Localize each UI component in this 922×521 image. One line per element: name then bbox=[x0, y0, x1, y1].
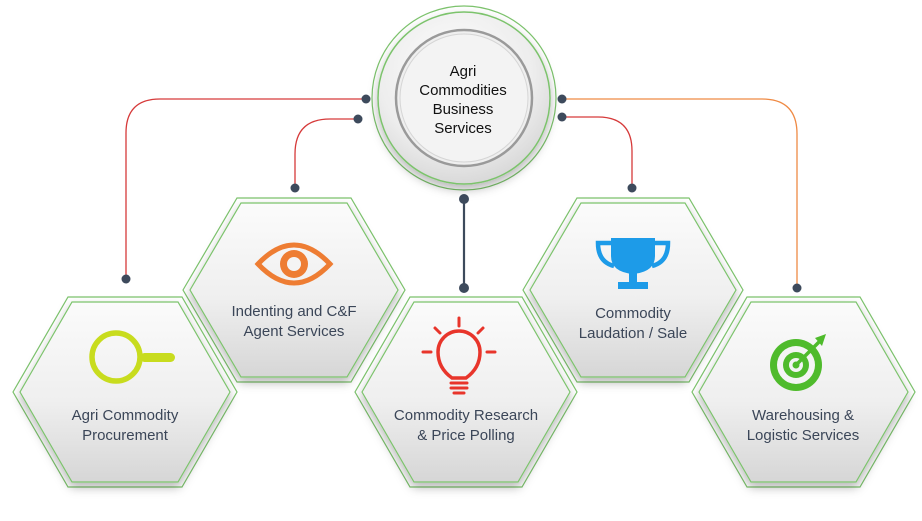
connector-dots bbox=[121, 94, 802, 293]
hexagon-research bbox=[354, 296, 578, 488]
connector-dot bbox=[361, 94, 371, 104]
label-laudation: Commodity Laudation / Sale bbox=[548, 304, 718, 344]
hexagon-procurement bbox=[12, 296, 238, 488]
label-line: Indenting and C&F bbox=[231, 303, 357, 320]
label-indenting: Indenting and C&F Agent Services bbox=[209, 302, 379, 342]
connector-dot bbox=[557, 94, 567, 104]
magnifier-icon bbox=[89, 330, 175, 384]
label-line: Commodity Research bbox=[393, 407, 539, 424]
hexagon-warehousing bbox=[691, 296, 916, 488]
target-icon bbox=[770, 334, 826, 391]
connector-dot bbox=[792, 283, 802, 293]
label-warehousing: Warehousing & Logistic Services bbox=[718, 406, 888, 446]
center-title-line: Agri bbox=[449, 63, 477, 80]
hexagon-laudation bbox=[522, 197, 744, 383]
label-line: Agent Services bbox=[243, 323, 345, 340]
connector-dot bbox=[459, 283, 469, 293]
center-title-line: Business bbox=[432, 101, 494, 118]
connectors bbox=[125, 98, 798, 288]
connector-dot bbox=[121, 274, 131, 284]
label-line: Warehousing & bbox=[752, 407, 854, 424]
label-line: Procurement bbox=[82, 427, 168, 444]
connector-procurement bbox=[125, 98, 366, 279]
label-line: & Price Polling bbox=[417, 427, 515, 444]
connector-laudation bbox=[562, 116, 633, 188]
lightbulb-icon bbox=[421, 316, 497, 395]
connector-dot bbox=[557, 112, 567, 122]
connector-dot bbox=[353, 114, 363, 124]
center-title: Agri Commodities Business Services bbox=[393, 62, 533, 138]
center-title-line: Services bbox=[434, 120, 492, 137]
center-circle bbox=[371, 5, 557, 191]
label-line: Logistic Services bbox=[746, 427, 860, 444]
label-procurement: Agri Commodity Procurement bbox=[40, 406, 210, 446]
connector-indenting bbox=[294, 118, 358, 188]
connector-dot bbox=[290, 183, 300, 193]
connector-warehousing bbox=[562, 98, 798, 288]
connector-dot bbox=[627, 183, 637, 193]
label-research: Commodity Research & Price Polling bbox=[381, 406, 551, 446]
label-line: Commodity bbox=[595, 305, 671, 322]
label-line: Agri Commodity bbox=[71, 407, 179, 424]
connector-dot bbox=[459, 194, 469, 204]
eye-icon bbox=[254, 242, 334, 286]
trophy-icon bbox=[595, 238, 671, 289]
hexagon-indenting bbox=[182, 197, 406, 383]
label-line: Laudation / Sale bbox=[578, 325, 688, 342]
center-title-line: Commodities bbox=[419, 82, 507, 99]
